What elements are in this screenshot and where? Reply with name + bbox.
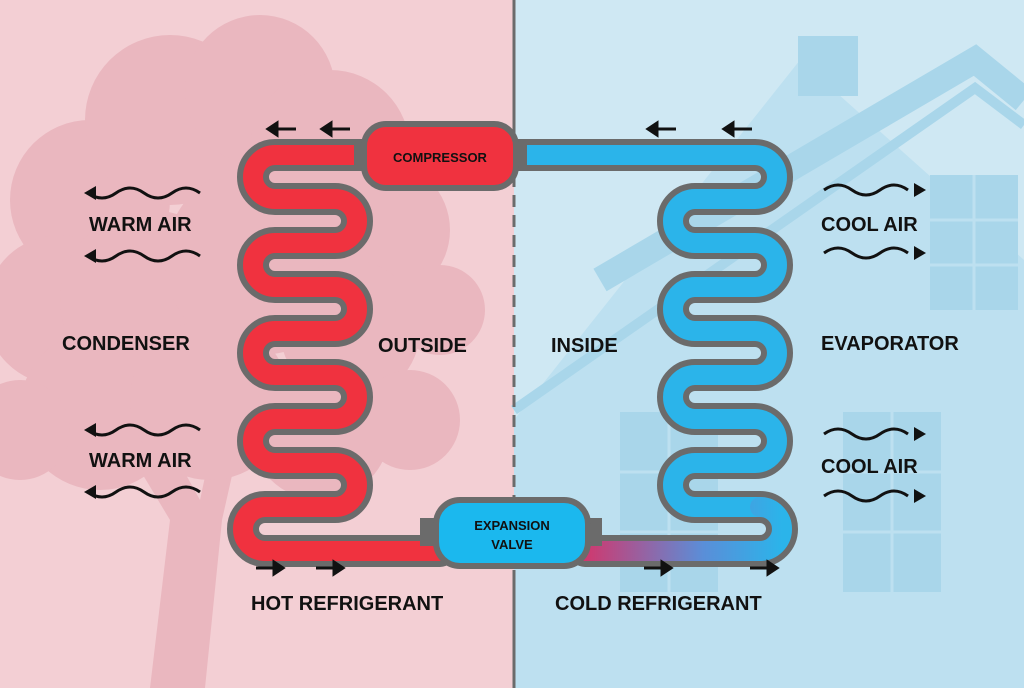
arrow-right-icon <box>750 559 780 577</box>
wavy-arrow-left-icon <box>84 186 201 200</box>
wavy-arrow-left-icon <box>84 423 201 437</box>
air-flow-arrows <box>84 183 926 503</box>
arrow-right-icon <box>256 559 286 577</box>
compressor: COMPRESSOR <box>354 121 527 191</box>
cold-refrigerant-label: COLD REFRIGERANT <box>555 593 762 615</box>
wavy-arrow-right-icon <box>823 183 926 197</box>
flow-arrows <box>256 120 780 577</box>
cool-air-label-top: COOL AIR <box>821 214 918 236</box>
arrow-left-icon <box>265 120 296 138</box>
expansion-valve-label-line2: VALVE <box>491 537 533 552</box>
condenser-coil <box>227 139 456 567</box>
evaporator-label: EVAPORATOR <box>821 333 959 355</box>
wavy-arrow-right-icon <box>823 489 926 503</box>
condenser-label: CONDENSER <box>62 333 190 355</box>
arrow-left-icon <box>721 120 752 138</box>
outside-label: OUTSIDE <box>378 335 467 357</box>
wavy-arrow-left-icon <box>84 249 201 263</box>
expansion-valve-label-line1: EXPANSION <box>474 518 550 533</box>
evaporator-coil <box>489 139 798 567</box>
warm-air-label-top: WARM AIR <box>89 214 192 236</box>
inside-label: INSIDE <box>551 335 618 357</box>
arrow-right-icon <box>644 559 674 577</box>
warm-air-label-bottom: WARM AIR <box>89 450 192 472</box>
arrow-left-icon <box>645 120 676 138</box>
wavy-arrow-right-icon <box>823 246 926 260</box>
arrow-right-icon <box>316 559 346 577</box>
hot-refrigerant-label: HOT REFRIGERANT <box>251 593 443 615</box>
arrow-left-icon <box>319 120 350 138</box>
expansion-valve: EXPANSION VALVE <box>420 497 602 569</box>
wavy-arrow-right-icon <box>823 427 926 441</box>
compressor-label: COMPRESSOR <box>393 150 488 165</box>
cool-air-label-bottom: COOL AIR <box>821 456 918 478</box>
wavy-arrow-left-icon <box>84 485 201 499</box>
